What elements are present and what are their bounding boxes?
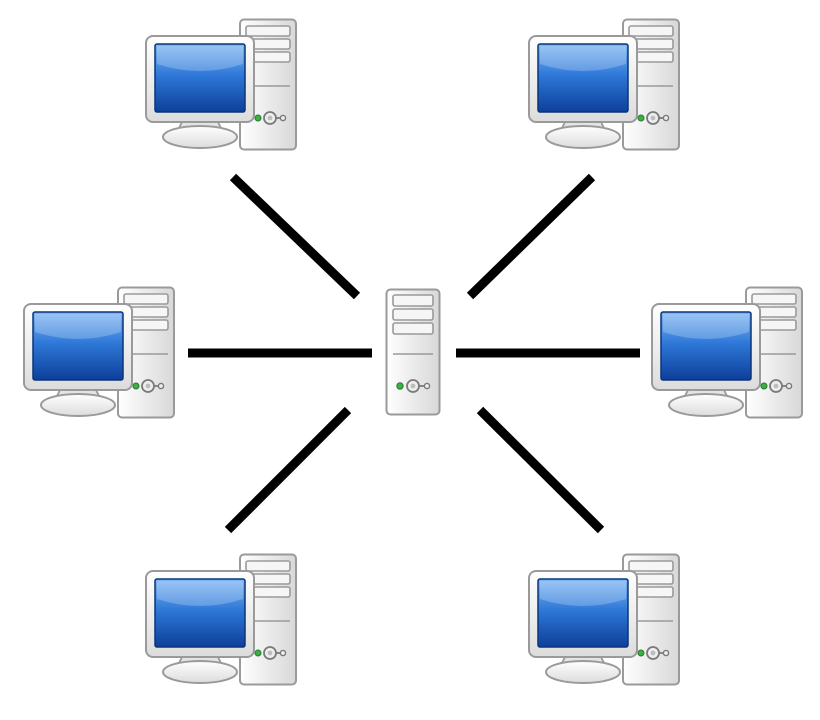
link-bottom-right xyxy=(476,406,605,534)
link-top-right xyxy=(466,173,596,300)
link-bottom-left xyxy=(224,406,352,534)
link-top-left xyxy=(229,173,361,300)
desktop-computer-icon xyxy=(145,18,297,151)
server-tower-icon xyxy=(385,288,441,416)
connections xyxy=(188,173,640,534)
desktop-computer-icon xyxy=(528,553,680,686)
desktop-computer-icon xyxy=(23,286,175,419)
desktop-computer-icon xyxy=(651,286,803,419)
desktop-computer-icon xyxy=(145,553,297,686)
desktop-computer-icon xyxy=(528,18,680,151)
